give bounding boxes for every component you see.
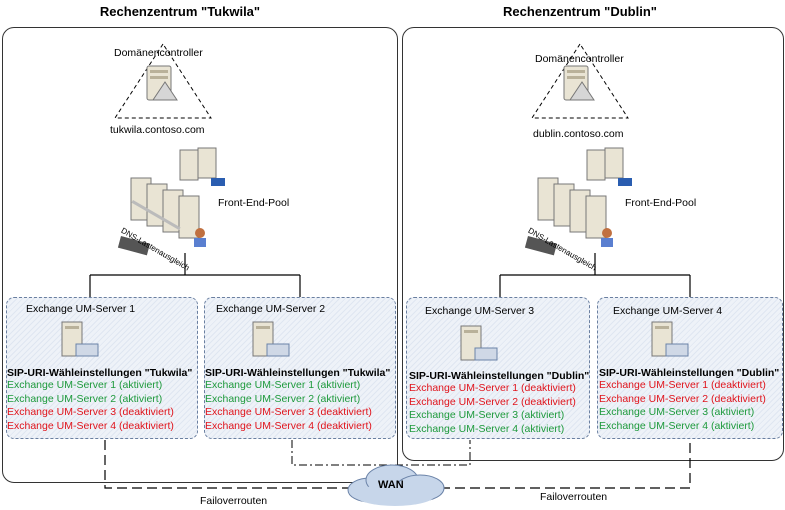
um-server-1: Exchange UM-Server 1 <box>26 303 135 315</box>
datacenter-title-tukwila: Rechenzentrum "Tukwila" <box>99 4 261 19</box>
um-server-4: Exchange UM-Server 4 <box>613 305 722 317</box>
sip-entry: Exchange UM-Server 2 (aktiviert) <box>205 392 361 405</box>
um-server-name: Exchange UM-Server 4 <box>613 305 723 317</box>
dc-triangle-tukwila <box>114 43 212 119</box>
sip-title: SIP-URI-Wähleinstellungen "Tukwila" <box>7 367 193 379</box>
um-server-name: Exchange UM-Server 2 <box>216 303 326 315</box>
sip-settings-2: SIP-URI-Wähleinstellungen "Tukwila" Exch… <box>205 367 390 433</box>
dc-triangle-dublin <box>531 43 629 119</box>
sip-entry: Exchange UM-Server 3 (deaktiviert) <box>7 406 174 418</box>
dc-label-dublin: Domänencontroller <box>535 53 624 65</box>
front-end-pool-icon <box>117 147 225 256</box>
sip-entry: Exchange UM-Server 1 (deaktiviert) <box>599 379 766 391</box>
um-box-server4 <box>597 297 783 439</box>
server-icon <box>146 65 178 101</box>
sip-entry: Exchange UM-Server 4 (deaktiviert) <box>7 419 174 432</box>
sip-entry: Exchange UM-Server 3 (deaktiviert) <box>205 406 372 418</box>
sip-title: SIP-URI-Wähleinstellungen "Tukwila" <box>205 367 391 379</box>
sip-settings-4: SIP-URI-Wähleinstellungen "Dublin" Excha… <box>599 367 779 433</box>
sip-entry: Exchange UM-Server 4 (aktiviert) <box>409 422 565 435</box>
sip-settings-1: SIP-URI-Wähleinstellungen "Tukwila" Exch… <box>7 367 192 433</box>
sip-settings-3: SIP-URI-Wähleinstellungen "Dublin" Excha… <box>409 370 589 436</box>
sip-title: SIP-URI-Wähleinstellungen "Dublin" <box>599 367 780 379</box>
um-server-name: Exchange UM-Server 1 <box>26 303 136 315</box>
sip-entry: Exchange UM-Server 4 (aktiviert) <box>599 419 755 432</box>
sip-entry: Exchange UM-Server 1 (aktiviert) <box>205 379 361 391</box>
sip-entry: Exchange UM-Server 2 (aktiviert) <box>7 392 163 405</box>
front-end-pool-icon <box>524 147 632 256</box>
sip-title: SIP-URI-Wähleinstellungen "Dublin" <box>409 370 590 382</box>
server-icon <box>563 65 595 101</box>
um-box-server1 <box>6 297 198 439</box>
um-box-server2 <box>204 297 396 439</box>
sip-entry: Exchange UM-Server 1 (aktiviert) <box>7 379 163 391</box>
sip-entry: Exchange UM-Server 3 (aktiviert) <box>599 406 755 418</box>
um-server-3: Exchange UM-Server 3 <box>425 305 534 317</box>
datacenter-title-dublin: Rechenzentrum "Dublin" <box>503 4 657 19</box>
um-server-2: Exchange UM-Server 2 <box>216 303 325 315</box>
failover-label-left: Failoverrouten <box>200 495 268 507</box>
failover-label-right: Failoverrouten <box>540 491 608 503</box>
wan-cloud-icon <box>347 464 445 506</box>
sip-entry: Exchange UM-Server 2 (deaktiviert) <box>409 395 576 408</box>
sip-entry: Exchange UM-Server 2 (deaktiviert) <box>599 392 766 405</box>
pool-label-tukwila: Front-End-Pool <box>218 197 290 209</box>
wan-label: WAN <box>378 479 404 491</box>
um-server-name: Exchange UM-Server 3 <box>425 305 535 317</box>
domain-label-tukwila: tukwila.contoso.com <box>110 124 205 136</box>
pool-label-dublin: Front-End-Pool <box>625 197 697 209</box>
sip-entry: Exchange UM-Server 1 (deaktiviert) <box>409 382 576 394</box>
sip-entry: Exchange UM-Server 3 (aktiviert) <box>409 409 565 421</box>
sip-entry: Exchange UM-Server 4 (deaktiviert) <box>205 419 372 432</box>
um-box-server3 <box>406 297 590 439</box>
domain-label-dublin: dublin.contoso.com <box>533 128 624 140</box>
dc-label-tukwila: Domänencontroller <box>114 47 203 59</box>
